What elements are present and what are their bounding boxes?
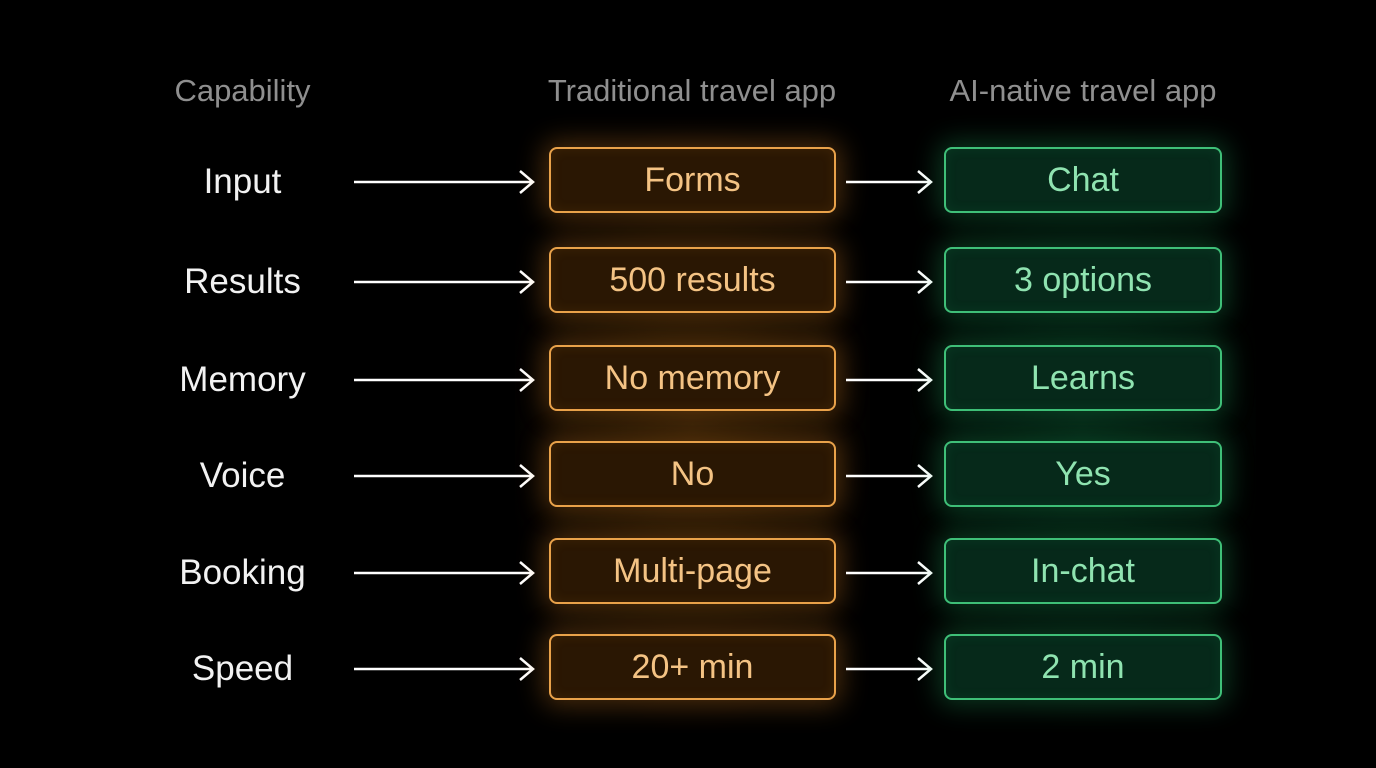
ai-native-value-box: 3 options: [944, 247, 1222, 313]
arrow-right-icon: [352, 345, 538, 415]
capability-label: Memory: [179, 360, 306, 399]
ai-native-column-header: AI-native travel app: [949, 73, 1217, 108]
ai-native-value-box: Yes: [944, 441, 1222, 507]
capability-label: Input: [203, 162, 282, 201]
arrow-right-icon: [844, 634, 936, 704]
arrow-right-icon: [352, 634, 538, 704]
comparison-row: Voice No Yes: [0, 441, 1376, 511]
comparison-row: Input Forms Chat: [0, 147, 1376, 217]
comparison-row: Memory No memory Learns: [0, 345, 1376, 415]
arrow-right-icon: [844, 345, 936, 415]
comparison-row: Booking Multi-page In-chat: [0, 538, 1376, 608]
arrow-right-icon: [352, 147, 538, 217]
arrow-right-icon: [844, 247, 936, 317]
ai-native-value-box: In-chat: [944, 538, 1222, 604]
comparison-row: Speed 20+ min 2 min: [0, 634, 1376, 704]
comparison-row: Results 500 results 3 options: [0, 247, 1376, 317]
arrow-right-icon: [844, 147, 936, 217]
traditional-value-box: No: [549, 441, 836, 507]
arrow-right-icon: [352, 247, 538, 317]
capability-label: Voice: [199, 456, 286, 495]
ai-native-value-box: Chat: [944, 147, 1222, 213]
arrow-right-icon: [844, 441, 936, 511]
ai-native-value-box: Learns: [944, 345, 1222, 411]
arrow-right-icon: [352, 538, 538, 608]
traditional-column-header: Traditional travel app: [547, 73, 837, 108]
capability-column-header: Capability: [174, 73, 311, 108]
traditional-value-box: Multi-page: [549, 538, 836, 604]
traditional-value-box: No memory: [549, 345, 836, 411]
capability-label: Booking: [179, 553, 306, 592]
arrow-right-icon: [844, 538, 936, 608]
capability-label: Speed: [191, 649, 294, 688]
arrow-right-icon: [352, 441, 538, 511]
traditional-value-box: Forms: [549, 147, 836, 213]
traditional-value-box: 20+ min: [549, 634, 836, 700]
ai-native-value-box: 2 min: [944, 634, 1222, 700]
capability-label: Results: [184, 262, 301, 301]
traditional-value-box: 500 results: [549, 247, 836, 313]
